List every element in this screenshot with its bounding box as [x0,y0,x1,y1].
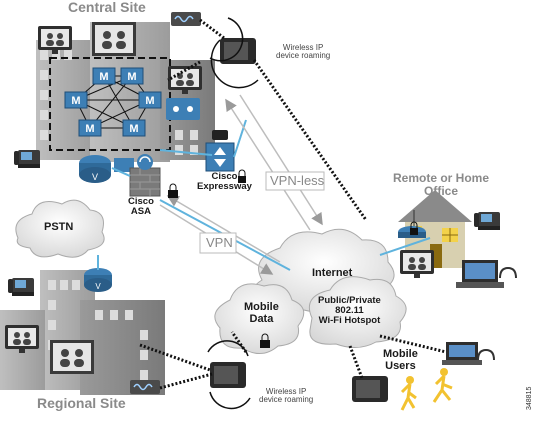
remote-office-house [398,190,517,288]
hotspot-label: Public/Private 802.11 Wi-Fi Hotspot [318,295,381,326]
lock-icon [260,333,270,348]
pstn-label: PSTN [44,221,74,233]
svg-text:V: V [95,282,101,291]
roaming-label-bottom: Wireless IP device roaming [259,387,314,405]
asa-label: Cisco ASA [128,196,154,217]
lock-icon [238,169,246,183]
lock-icon [168,183,178,198]
central-roaming-tablet [209,17,259,89]
roaming-label-top: Wireless IP device roaming [276,43,331,61]
regional-site-label: Regional Site [37,395,126,411]
mobile-data-label: Mobile Data [244,301,279,325]
expressway-label: Cisco Expressway [197,171,252,192]
vpn-tag-box [199,232,237,254]
central-site-building: V [14,11,215,183]
lock-icon [410,221,418,235]
wireless-links [139,18,447,390]
internet-label: Internet [312,267,353,279]
pstn-cloud [15,199,105,258]
vpn-less-label: VPN-less [270,173,325,188]
vpn-less-tunnel [225,94,323,231]
wifi-hotspot-cloud [308,276,407,348]
figure-id: 348815 [526,386,533,410]
remote-office-label: Remote or Home Office [393,171,490,198]
vpn-label: VPN [206,235,233,250]
central-site-label: Central Site [68,0,146,15]
regional-site-building: V [0,268,165,395]
mobile-users [352,342,495,411]
svg-text:V: V [92,172,98,182]
regional-roaming-tablet [207,340,251,410]
asa-firewall [129,154,161,197]
vpn-less-tag-box [265,171,325,191]
mobile-users-label: Mobile Users [383,348,418,372]
